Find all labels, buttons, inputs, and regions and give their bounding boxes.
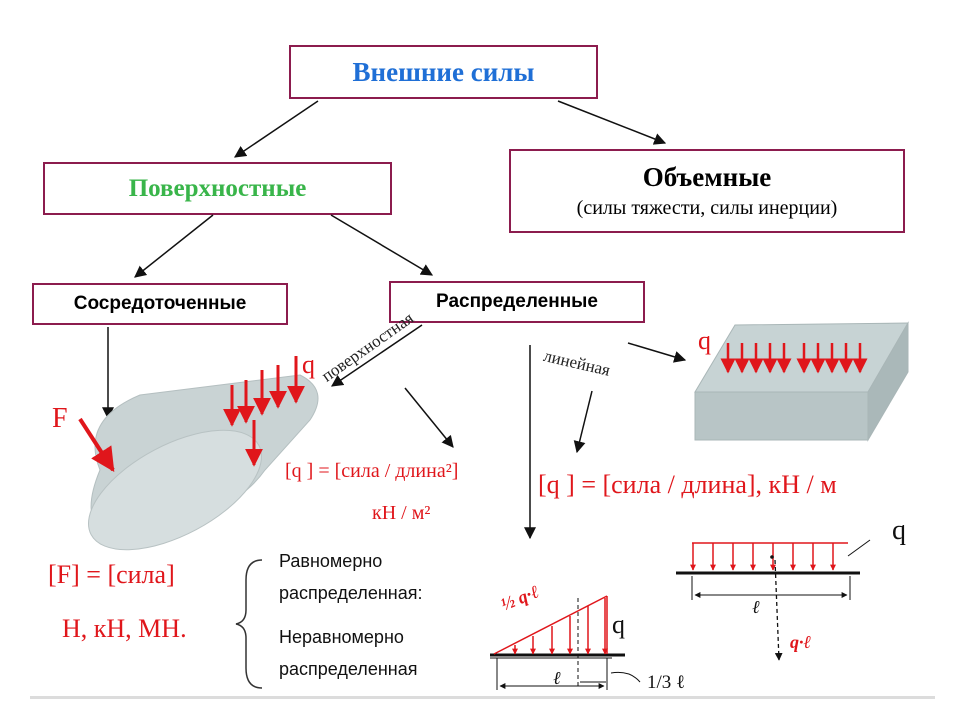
volume-title: Объемные xyxy=(642,162,772,192)
q-surface-units: [q ] = [сила / длина²] xyxy=(285,460,459,482)
label-q-uniform: q xyxy=(892,515,906,546)
root-box: Внешние силы xyxy=(289,45,598,99)
label-q-ellipsoid: q xyxy=(302,350,315,379)
slab-load-arrows xyxy=(720,343,868,374)
volume-box: Объемные (силы тяжести, силы инерции) xyxy=(509,149,905,233)
label-uniform-2: распределенная: xyxy=(279,583,423,603)
label-F: F xyxy=(52,403,68,434)
concentrated-box: Сосредоточенные xyxy=(32,283,288,325)
ellipsoid-load-arrows xyxy=(223,356,305,467)
uniform-beam xyxy=(676,539,871,661)
label-q-triangle: q xyxy=(612,610,625,639)
q-linear-units: [q ] = [сила / длина], кН / м xyxy=(538,470,837,499)
distributed-title: Распределенные xyxy=(436,291,598,312)
footer-divider xyxy=(30,696,935,699)
surface-box: Поверхностные xyxy=(43,162,392,215)
q-surface-si: кН / м² xyxy=(372,502,431,524)
surface-title: Поверхностные xyxy=(128,174,307,202)
triangular-beam xyxy=(490,595,641,690)
F-units: [F] = [сила] xyxy=(48,560,175,589)
label-q-slab: q xyxy=(698,326,711,355)
distributed-box: Распределенные xyxy=(389,281,645,323)
hierarchy-arrows xyxy=(102,100,687,540)
force-F-arrow xyxy=(78,417,115,473)
label-ql: q·ℓ xyxy=(790,632,812,652)
root-title: Внешние силы xyxy=(352,56,535,87)
label-uniform-1: Равномерно xyxy=(279,551,383,571)
label-l-uniform: ℓ xyxy=(752,597,760,617)
label-nonuniform-1: Неравномерно xyxy=(279,627,404,647)
label-third-l: 1/3 ℓ xyxy=(647,672,686,693)
F-si: Н, кН, МН. xyxy=(62,614,187,643)
curly-brace xyxy=(235,559,263,689)
ellipsoid-body xyxy=(88,374,319,551)
concentrated-title: Сосредоточенные xyxy=(73,293,247,314)
slab-body xyxy=(694,321,909,442)
label-nonuniform-2: распределенная xyxy=(279,659,418,679)
label-l-triangle: ℓ xyxy=(553,668,561,688)
volume-subtitle: (силы тяжести, силы инерции) xyxy=(576,197,838,219)
